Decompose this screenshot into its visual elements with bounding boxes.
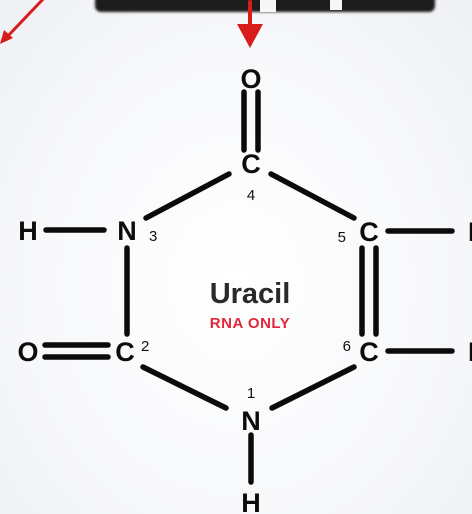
atom-c2: C: [115, 337, 135, 367]
atom-o-left: O: [17, 337, 38, 367]
position-2: 2: [141, 338, 149, 355]
position-1: 1: [247, 385, 255, 402]
bond-c2-n1: [140, 364, 229, 411]
rna-only-note: RNA ONLY: [210, 315, 290, 332]
position-5: 5: [338, 229, 346, 246]
molecule-name: Uracil: [210, 278, 291, 310]
atom-c4: C: [241, 149, 261, 179]
position-numbers: 4 3 5 2 6 1: [141, 187, 351, 402]
red-down-arrow-icon: [237, 0, 263, 48]
bonds: [42, 89, 455, 485]
bond-c4-c5: [268, 171, 357, 221]
atom-h-c6: H: [468, 337, 472, 367]
atom-labels: O C N C C C N O H H H H: [17, 64, 472, 514]
position-4: 4: [247, 187, 255, 204]
atom-c6: C: [359, 337, 379, 367]
atom-n3: N: [117, 216, 137, 246]
bond-c4-n3: [143, 171, 232, 221]
red-pointer-arrow-left: [0, 0, 45, 44]
cropped-title-fragment: [95, 0, 435, 12]
atom-h-n3: H: [18, 216, 38, 246]
position-3: 3: [149, 228, 157, 245]
atom-h-n1: H: [241, 488, 261, 514]
atom-n1: N: [241, 406, 261, 436]
atom-h-c5: H: [468, 217, 472, 247]
atom-o-top: O: [240, 64, 261, 94]
bond-c6-n1: [269, 364, 357, 411]
atom-c5: C: [359, 217, 379, 247]
position-6: 6: [343, 338, 351, 355]
